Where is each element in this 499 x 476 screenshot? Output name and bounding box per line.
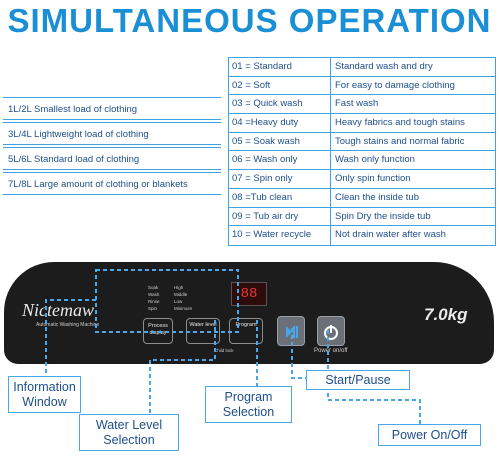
led-display: 88: [231, 282, 267, 306]
water-level-label: Water level: [189, 322, 217, 328]
program-desc: Standard wash and dry: [335, 61, 433, 72]
process-step: Spin: [148, 306, 158, 311]
program-desc: For easy to damage clothing: [335, 79, 455, 91]
load-item: 5L/6L Standard load of clothing: [3, 147, 221, 170]
program-key: 09 = Tub air dry: [229, 207, 331, 226]
program-row: 01 = Standard Standard wash and dry: [229, 58, 495, 77]
program-row: 09 = Tub air dry Spin Dry the inside tub: [229, 207, 495, 227]
power-label: Power on/off: [314, 348, 348, 354]
callout-start-pause: Start/Pause: [306, 370, 410, 390]
program-desc: Spin Dry the inside tub: [335, 210, 431, 222]
callout-water-level: Water Level Selection: [79, 414, 179, 451]
program-table: 01 = Standard Standard wash and dry 02 = …: [228, 57, 496, 246]
load-item: 3L/4L Lightweight load of clothing: [3, 122, 221, 145]
callout-label: Power On/Off: [391, 428, 468, 442]
water-level-option: Minimum: [174, 306, 193, 311]
load-size-list: 1L/2L Smallest load of clothing 3L/4L Li…: [3, 97, 221, 195]
program-row: 05 = Soak wash Tough stains and normal fa…: [229, 132, 495, 152]
process-step: Soak: [148, 285, 159, 290]
program-desc: Tough stains and normal fabric: [335, 135, 465, 147]
program-desc: Fast wash: [335, 98, 379, 110]
program-key: 07 = Spin only: [229, 170, 331, 188]
brand-subtitle: Automatic Washing Machine: [36, 322, 100, 328]
water-level-button[interactable]: Water level: [186, 318, 220, 344]
load-item: 7L/8L Large amount of clothing or blanke…: [3, 172, 221, 195]
callout-information-window: Information Window: [8, 376, 81, 413]
program-desc: Not drain water after wash: [335, 229, 446, 241]
child-lock-label: Child lock: [214, 348, 234, 353]
program-row: 08 =Tub clean Clean the inside tub: [229, 188, 495, 208]
program-row: 10 = Water recycle Not drain water after …: [229, 226, 495, 245]
program-desc: Wash only function: [335, 154, 415, 166]
start-pause-icon: [286, 326, 298, 338]
start-pause-button[interactable]: [277, 316, 305, 346]
program-row: 04 =Heavy duty Heavy fabrics and tough st…: [229, 114, 495, 133]
callout-label: Water Level Selection: [95, 418, 163, 447]
program-label: Program: [235, 322, 257, 328]
program-key: 08 =Tub clean: [229, 188, 331, 207]
program-key: 04 =Heavy duty: [229, 114, 331, 132]
program-key: 10 = Water recycle: [229, 226, 331, 245]
process-step: Rinse: [148, 299, 160, 304]
power-button[interactable]: [317, 316, 345, 346]
process-step: Wash: [148, 292, 160, 297]
program-row: 02 = Soft For easy to damage clothing: [229, 76, 495, 96]
load-item: 1L/2L Smallest load of clothing: [3, 97, 221, 120]
program-key: 03 = Quick wash: [229, 95, 331, 114]
program-row: 07 = Spin only Only spin function: [229, 170, 495, 189]
program-key: 02 = Soft: [229, 76, 331, 95]
program-desc: Heavy fabrics and tough stains: [335, 117, 465, 129]
program-key: 01 = Standard: [229, 58, 331, 76]
callout-power: Power On/Off: [378, 424, 481, 446]
program-row: 03 = Quick wash Fast wash: [229, 95, 495, 115]
program-desc: Only spin function: [335, 173, 411, 185]
program-key: 06 = Wash only: [229, 151, 331, 170]
water-level-option: High: [174, 285, 184, 290]
capacity-label: 7.0kg: [424, 305, 468, 324]
callout-program: Program Selection: [205, 386, 292, 423]
callout-label: Program Selection: [222, 390, 275, 419]
program-key: 05 = Soak wash: [229, 132, 331, 151]
power-icon: [324, 325, 338, 340]
callout-label: Start/Pause: [325, 373, 391, 387]
water-level-option: Low: [174, 299, 183, 304]
page-title: SIMULTANEOUS OPERATION: [7, 2, 492, 39]
program-desc: Clean the inside tub: [335, 191, 419, 203]
brand-logo: Nictemaw: [22, 300, 94, 320]
callout-label: Information Window: [13, 380, 76, 409]
program-button[interactable]: Program: [229, 318, 263, 344]
process-display-box: Process display: [143, 318, 173, 344]
program-row: 06 = Wash only Wash only function: [229, 151, 495, 171]
process-display-label: Process display: [148, 323, 168, 336]
water-level-option: Middle: [174, 292, 188, 297]
